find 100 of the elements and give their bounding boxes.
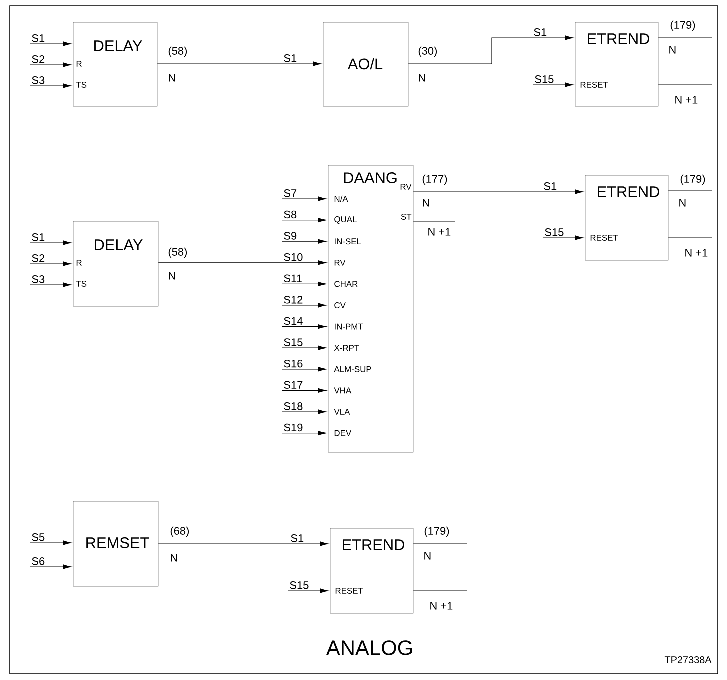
arrow	[158, 542, 328, 546]
signal-label: S3	[32, 76, 45, 84]
signal-label: S15	[535, 76, 554, 84]
arrow	[30, 282, 72, 288]
signal-label: S1	[534, 28, 547, 36]
arrow	[282, 239, 326, 244]
arrow	[542, 236, 584, 240]
arrow	[282, 282, 326, 287]
signal-label: S1	[544, 182, 557, 190]
port-label: TS	[76, 82, 87, 88]
arrow	[532, 82, 574, 88]
arrow	[157, 62, 322, 66]
arrow	[282, 303, 326, 308]
port-label: RESET	[336, 588, 364, 594]
function-block: REMSET	[73, 501, 159, 587]
arrow	[30, 540, 72, 546]
port-label: R	[76, 61, 82, 67]
signal-label: S15	[284, 338, 303, 346]
signal-label: S8	[284, 210, 297, 219]
arrow	[408, 36, 574, 64]
signal-label: S7	[284, 190, 297, 198]
signal-label: S1	[284, 54, 297, 62]
signal-label: S5	[32, 534, 45, 542]
output-label: N	[169, 74, 176, 82]
signal-label: S6	[32, 558, 45, 566]
arrow	[30, 240, 72, 246]
arrow	[282, 346, 326, 350]
port-label: ST	[401, 214, 412, 220]
output-label: N +1	[430, 602, 453, 610]
arrow	[282, 218, 326, 223]
arrow	[282, 388, 326, 394]
port-label: R	[76, 260, 82, 266]
signal-label: S19	[284, 424, 303, 432]
output-label: N	[423, 199, 430, 207]
signal-label: S11	[284, 274, 302, 282]
output-label: N	[680, 199, 686, 207]
output-label: N	[670, 46, 676, 54]
arrow	[30, 84, 72, 88]
port-label: ALM-SUP	[334, 366, 372, 372]
arrow	[282, 196, 326, 202]
block-number: (177)	[422, 174, 448, 186]
output-line	[658, 84, 712, 86]
signal-label: S1	[32, 234, 45, 242]
signal-label: S2	[32, 56, 45, 64]
port-label: X-RPT	[334, 345, 360, 351]
arrow	[30, 564, 72, 570]
signal-label: S2	[32, 254, 45, 262]
signal-label: S18	[284, 402, 303, 410]
port-label: RV	[400, 184, 412, 190]
signal-label: S14	[284, 317, 303, 326]
output-label: N	[419, 74, 426, 82]
arrow	[30, 62, 72, 68]
port-label: CV	[334, 302, 346, 308]
signal-label: S16	[284, 360, 303, 368]
block-number: (179)	[670, 20, 696, 32]
arrow	[30, 262, 72, 266]
arrow	[282, 430, 326, 436]
block-number: (179)	[680, 174, 706, 186]
port-label: TS	[76, 281, 87, 287]
block-number: (68)	[170, 526, 189, 538]
function-block: AO/L	[323, 22, 409, 107]
output-label: N	[424, 552, 431, 560]
signal-label: S15	[290, 582, 309, 590]
signal-label: S17	[284, 381, 303, 389]
arrow	[282, 367, 326, 372]
port-label: RESET	[580, 82, 608, 88]
output-line	[413, 590, 468, 592]
signal-label: S15	[545, 228, 564, 236]
signal-label: S10	[284, 253, 303, 262]
port-label: N/A	[334, 196, 348, 202]
port-label: RV	[334, 260, 346, 266]
block-number: (30)	[418, 46, 437, 58]
output-label: N	[169, 272, 176, 280]
signal-label: S9	[284, 232, 297, 240]
signal-label: S1	[32, 34, 45, 42]
caption: ANALOG	[326, 640, 412, 656]
port-label: IN-SEL	[334, 238, 362, 245]
arrow	[282, 324, 326, 330]
output-label: N +1	[686, 249, 708, 257]
arrow	[158, 260, 326, 266]
arrow	[282, 410, 326, 414]
block-number: (58)	[168, 248, 187, 258]
port-label: RESET	[590, 235, 618, 241]
signal-label: S1	[291, 534, 304, 542]
arrow	[288, 588, 328, 594]
signal-label: S3	[32, 276, 45, 284]
output-label: N +1	[676, 96, 698, 104]
figure-code: TP27338A	[664, 656, 712, 664]
port-label: CHAR	[334, 281, 358, 288]
port-label: QUAL	[334, 216, 357, 224]
output-label: N +1	[428, 228, 451, 236]
port-label: IN-PMT	[334, 324, 364, 330]
port-label: VHA	[334, 388, 352, 394]
signal-label: S12	[284, 296, 303, 304]
output-label: N	[171, 554, 178, 562]
output-line	[668, 190, 712, 192]
block-number: (58)	[168, 46, 187, 58]
arrow	[413, 190, 584, 194]
block-number: (179)	[424, 526, 450, 538]
port-label: VLA	[334, 409, 350, 415]
